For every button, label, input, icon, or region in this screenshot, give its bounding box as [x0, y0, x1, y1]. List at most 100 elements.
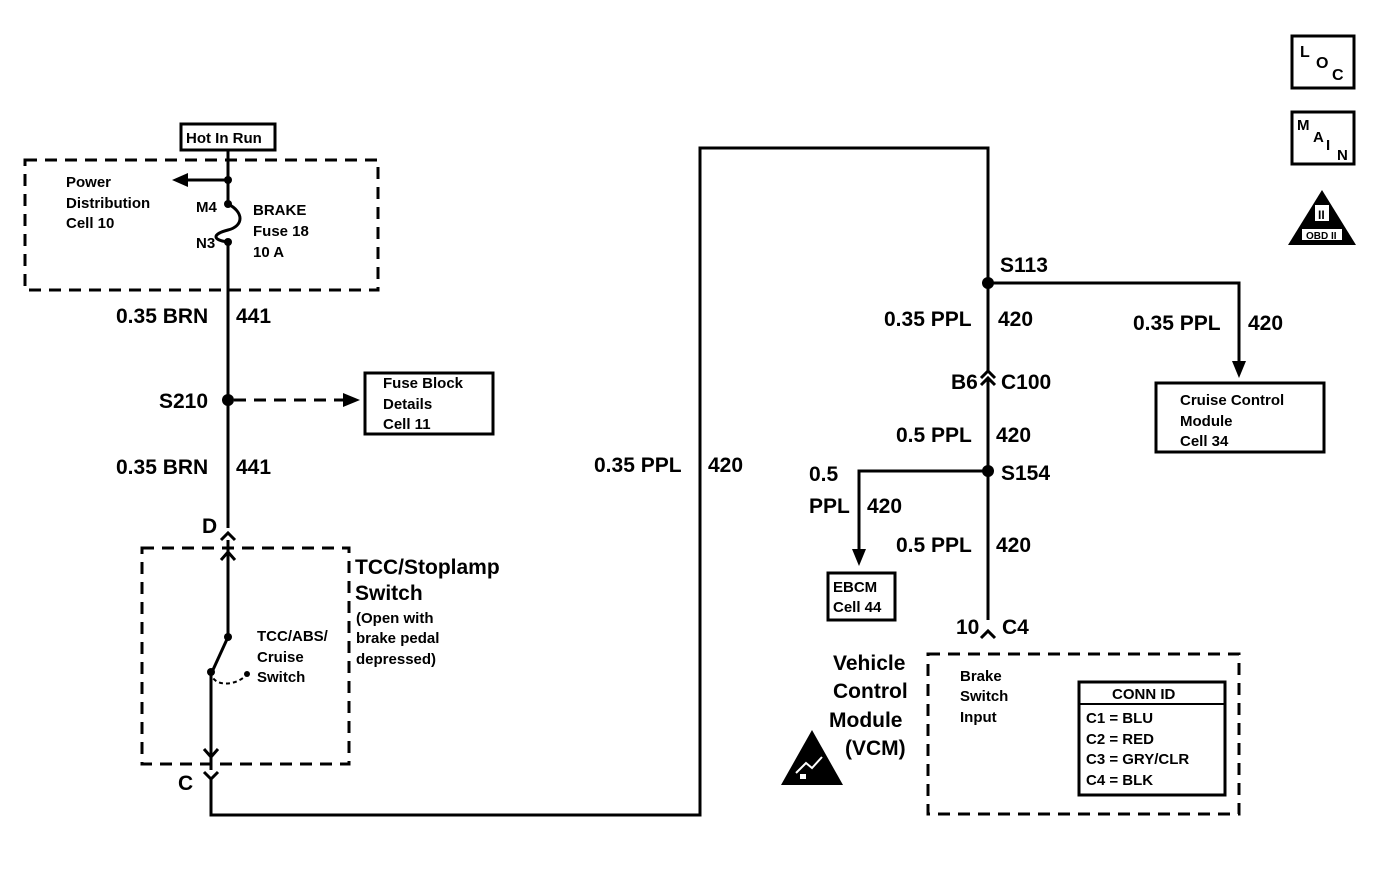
- loc-icon-c: C: [1332, 67, 1344, 84]
- splice-s113-label: S113: [1000, 254, 1048, 277]
- splice-s210: [222, 394, 234, 406]
- loc-icon[interactable]: L O C: [1290, 34, 1356, 90]
- wire-ppl-left-circuit: 420: [708, 454, 743, 477]
- tcc-switch-inner-label: TCC/ABS/ Cruise Switch: [257, 628, 329, 686]
- svg-text:Cruise Control: Cruise Control: [1180, 392, 1284, 409]
- wire-brn-bottom-size: 0.35 BRN: [116, 456, 208, 479]
- wire-ppl-s113-size: 0.35 PPL: [884, 308, 972, 331]
- main-icon-n: N: [1337, 147, 1348, 164]
- main-icon-a: A: [1313, 129, 1324, 146]
- vcm-box: [926, 652, 1241, 816]
- splice-s210-label: S210: [159, 390, 208, 413]
- connector-c100-pin: B6: [951, 371, 978, 394]
- svg-text:Cell 11: Cell 11: [383, 416, 431, 433]
- svg-text:Cell 34: Cell 34: [1180, 433, 1229, 450]
- wire-ppl-s113-circuit: 420: [998, 308, 1033, 331]
- loc-icon-o: O: [1316, 55, 1328, 72]
- svg-text:Power: Power: [66, 174, 111, 191]
- fuse-block-arrowhead: [343, 393, 360, 407]
- connector-d-symbol: [219, 530, 237, 542]
- fuse-n3-label: N3: [196, 235, 215, 252]
- wire-brn-top-circuit: 441: [236, 305, 271, 328]
- wire-05-bottom-circuit: 420: [996, 534, 1031, 557]
- main-icon-i: I: [1326, 137, 1330, 154]
- fuse-block-details-box[interactable]: Fuse Block Details Cell 11: [363, 371, 495, 436]
- switch-lower-contact: [244, 671, 250, 677]
- svg-text:Details: Details: [383, 396, 432, 413]
- wire-05-ebcm-circuit: 420: [867, 495, 902, 518]
- conn-id-row: C4 = BLK: [1086, 772, 1153, 789]
- svg-text:(VCM): (VCM): [845, 737, 906, 760]
- ebcm-arrowhead: [852, 549, 866, 566]
- svg-text:Cell 44: Cell 44: [833, 599, 882, 616]
- main-icon[interactable]: M A I N: [1290, 110, 1356, 166]
- switch-travel-arc: [210, 671, 248, 685]
- svg-text:EBCM: EBCM: [833, 579, 877, 596]
- fuse-element: [214, 202, 242, 244]
- svg-text:Switch: Switch: [355, 582, 423, 605]
- conn-id-row: C2 = RED: [1086, 731, 1154, 748]
- svg-text:Hot In Run: Hot In Run: [186, 130, 262, 147]
- brake-fuse-label: BRAKE Fuse 18 10 A: [253, 202, 309, 261]
- tcc-switch-note: (Open with brake pedal depressed): [356, 610, 439, 668]
- svg-text:Vehicle: Vehicle: [833, 652, 905, 675]
- wire-05-top-circuit: 420: [996, 424, 1031, 447]
- wire-05-ebcm-size-1: 0.5: [809, 463, 839, 486]
- wire-ppl-cruise-size: 0.35 PPL: [1133, 312, 1221, 335]
- svg-text:Switch: Switch: [960, 688, 1008, 705]
- conn-id-table: CONN ID C1 = BLU C2 = RED C3 = GRY/CLR C…: [1077, 680, 1227, 797]
- svg-text:TCC/Stoplamp: TCC/Stoplamp: [355, 556, 500, 579]
- conn-id-title: CONN ID: [1112, 686, 1176, 703]
- svg-text:Input: Input: [960, 709, 997, 726]
- wire-ppl-cruise-circuit: 420: [1248, 312, 1283, 335]
- connector-c4-name: C4: [1002, 616, 1029, 639]
- obd-icon-label: OBD II: [1306, 231, 1337, 242]
- svg-text:Fuse 18: Fuse 18: [253, 223, 309, 240]
- loc-icon-l: L: [1300, 44, 1310, 61]
- splice-s154-label: S154: [1001, 462, 1050, 485]
- wire-05-top-size: 0.5 PPL: [896, 424, 972, 447]
- svg-text:BRAKE: BRAKE: [253, 202, 306, 219]
- obd-ii-icon[interactable]: II OBD II: [1288, 190, 1356, 245]
- switch-blade: [210, 636, 230, 673]
- wire-brn-bottom-circuit: 441: [236, 456, 271, 479]
- svg-text:Module: Module: [829, 709, 903, 732]
- wire-05-bottom-size: 0.5 PPL: [896, 534, 972, 557]
- esd-warning-icon[interactable]: [781, 730, 843, 785]
- power-distribution-label[interactable]: Power Distribution Cell 10: [66, 174, 150, 232]
- svg-text:10 A: 10 A: [253, 244, 284, 261]
- svg-text:Cell 10: Cell 10: [66, 215, 114, 232]
- svg-text:(Open with: (Open with: [356, 610, 434, 627]
- connector-c-symbol: [202, 770, 220, 782]
- svg-text:Control: Control: [833, 680, 908, 703]
- connector-c100-name: C100: [1001, 371, 1051, 394]
- fuse-m4-label: M4: [196, 199, 217, 216]
- connector-c100-upper: [979, 368, 997, 380]
- connector-c4-pin: 10: [956, 616, 979, 639]
- obd-icon-roman: II: [1318, 208, 1325, 222]
- connector-c4-symbol: [979, 628, 997, 640]
- svg-text:brake pedal: brake pedal: [356, 630, 439, 647]
- svg-text:Module: Module: [1180, 413, 1233, 430]
- ppl-420-main-wire: [209, 146, 990, 817]
- svg-text:depressed): depressed): [356, 651, 436, 668]
- main-icon-m: M: [1297, 117, 1310, 134]
- wire-05-ebcm-size-2: PPL: [809, 495, 850, 518]
- power-dist-arrowhead: [172, 173, 188, 187]
- cruise-control-module-box[interactable]: Cruise Control Module Cell 34: [1154, 381, 1326, 454]
- svg-text:TCC/ABS/: TCC/ABS/: [257, 628, 329, 645]
- tcc-stoplamp-switch-title: TCC/Stoplamp Switch: [355, 556, 500, 605]
- svg-text:Switch: Switch: [257, 669, 305, 686]
- conn-id-row: C1 = BLU: [1086, 710, 1153, 727]
- connector-c-label: C: [178, 772, 193, 795]
- hot-in-run-label: Hot In Run: [179, 122, 277, 152]
- brake-switch-input-label: Brake Switch Input: [960, 668, 1008, 726]
- svg-text:Distribution: Distribution: [66, 195, 150, 212]
- ebcm-box[interactable]: EBCM Cell 44: [826, 571, 897, 622]
- tcc-switch-c-arrow: [202, 748, 220, 760]
- wire-brn-top-size: 0.35 BRN: [116, 305, 208, 328]
- tcc-switch-d-arrow: [219, 549, 237, 561]
- tcc-switch-box: [140, 546, 351, 766]
- cruise-control-wire: [988, 281, 1241, 364]
- svg-text:Cruise: Cruise: [257, 649, 304, 666]
